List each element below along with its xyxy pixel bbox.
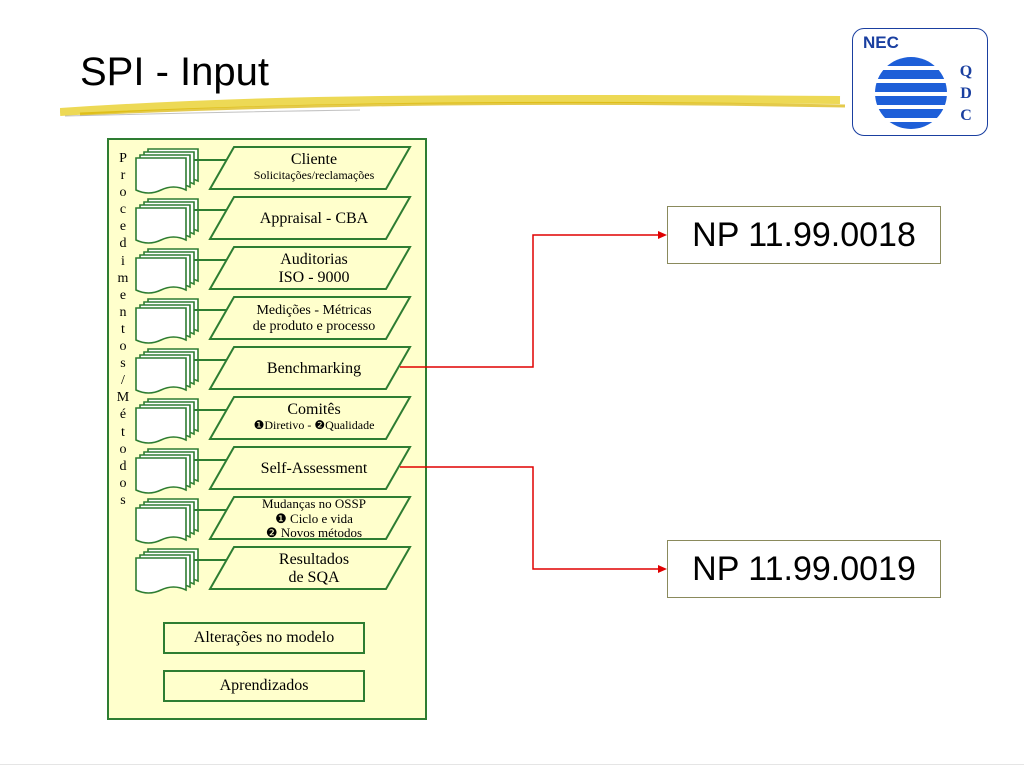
- arrow-benchmarking-to-np0018-head: [658, 231, 667, 239]
- box-alteracoes-modelo: Alterações no modelo: [163, 622, 365, 654]
- logo-letter: D: [960, 85, 972, 102]
- input-parallelogram: [208, 496, 412, 540]
- document-stack-icon: [135, 157, 187, 194]
- output-np-0019: NP 11.99.0019: [667, 540, 941, 598]
- vertical-label-letter: M: [116, 390, 130, 406]
- vertical-label-letter: s: [120, 356, 126, 372]
- input-parallelogram: [208, 196, 412, 240]
- document-stack-icon: [135, 507, 187, 544]
- arrow-selfassessment-to-np0019-head: [658, 565, 667, 573]
- document-stack-icon: [135, 357, 187, 394]
- arrow-selfassessment-to-np0019: [400, 466, 660, 570]
- input-item-line: Appraisal - CBA: [259, 209, 369, 227]
- input-item-label: Self-Assessment: [229, 460, 399, 478]
- input-parallelogram: [208, 146, 412, 190]
- vertical-label-letter: t: [121, 321, 125, 337]
- vertical-label-letter: e: [119, 219, 127, 235]
- vertical-label-letter: n: [119, 304, 127, 320]
- input-item-line: Auditorias: [280, 250, 348, 268]
- input-parallelogram: [208, 246, 412, 290]
- input-item-line: Comitês: [287, 400, 341, 418]
- document-stack-icon: [135, 207, 187, 244]
- input-item-line: Self-Assessment: [260, 459, 368, 477]
- input-item-label: Appraisal - CBA: [229, 210, 399, 228]
- vertical-label-letter: o: [119, 339, 127, 355]
- logo-letter: C: [960, 107, 972, 124]
- globe-icon: [875, 57, 947, 129]
- vertical-label-letter: s: [120, 492, 126, 508]
- box-aprendizados: Aprendizados: [163, 670, 365, 702]
- title-underline: [60, 95, 846, 117]
- vertical-label-letter: o: [119, 441, 127, 457]
- vertical-label-letter: i: [121, 253, 125, 269]
- input-item-line: ❷ Novos métodos: [265, 525, 363, 541]
- vertical-label-letter: d: [119, 236, 127, 252]
- vertical-label-letter: c: [119, 202, 127, 218]
- input-item-line: de produto e processo: [252, 318, 376, 334]
- input-item-line: de SQA: [288, 568, 340, 586]
- input-item-line: Benchmarking: [266, 359, 362, 377]
- logo-brand: NEC: [863, 33, 899, 52]
- vertical-label-letter: é: [119, 407, 127, 423]
- vertical-label-letter: e: [119, 287, 127, 303]
- arrow-benchmarking-to-np0018: [400, 234, 660, 368]
- vertical-label-letter: t: [121, 424, 125, 440]
- input-item-label: Benchmarking: [229, 360, 399, 378]
- input-parallelogram: [208, 396, 412, 440]
- vertical-label-letter: o: [119, 185, 127, 201]
- input-parallelogram: [208, 446, 412, 490]
- vertical-label-letter: r: [120, 168, 126, 184]
- document-stack-icon: [135, 557, 187, 594]
- input-parallelogram: [208, 546, 412, 590]
- input-item-line: Cliente: [290, 150, 338, 168]
- input-item-line: Resultados: [278, 550, 350, 568]
- vertical-label-letter: /: [121, 373, 125, 389]
- footer-divider: [0, 764, 1024, 765]
- logo-letter: Q: [959, 63, 973, 80]
- input-item-line: ISO - 9000: [278, 268, 350, 286]
- document-stack-icon: [135, 307, 187, 344]
- input-item-line: ❶Diretivo - ❷Qualidade: [253, 417, 375, 432]
- input-item-line: Medições - Métricas: [256, 302, 372, 318]
- input-parallelogram: [208, 296, 412, 340]
- input-item-line: Solicitações/reclamações: [253, 167, 375, 182]
- vertical-label-letter: P: [119, 151, 127, 166]
- document-stack-icon: [135, 407, 187, 444]
- document-stack-icon: [135, 257, 187, 294]
- output-np-0018: NP 11.99.0018: [667, 206, 941, 264]
- document-stack-icon: [135, 457, 187, 494]
- input-parallelogram: [208, 346, 412, 390]
- vertical-label-letter: d: [119, 458, 127, 474]
- page-title: SPI - Input: [80, 50, 269, 94]
- vertical-label-letter: m: [117, 270, 129, 286]
- input-item-line: Mudanças no OSSP: [261, 495, 366, 511]
- nec-qdc-logo: NEC Q D C: [852, 28, 988, 136]
- vertical-label-letter: o: [119, 475, 127, 491]
- input-item-line: ❶ Ciclo e vida: [275, 510, 353, 526]
- logo-qdc-letters: Q D C: [957, 61, 975, 127]
